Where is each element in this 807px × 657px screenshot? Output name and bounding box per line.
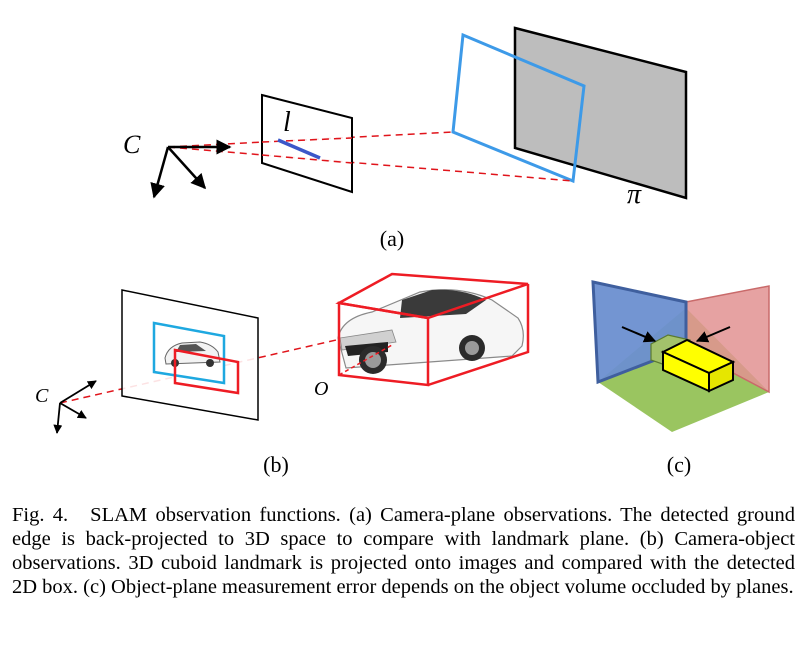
object-label: O: [314, 378, 328, 400]
figure: l C π (a) C: [35, 26, 770, 477]
panel-b: C O (b): [35, 272, 530, 477]
subfigure-label-a: (a): [380, 226, 404, 251]
subfigure-label-b: (b): [263, 452, 289, 477]
projected-cuboid-box: [173, 348, 240, 395]
camera-axes-icon: [150, 139, 232, 199]
object-cuboid: [660, 338, 736, 393]
camera-label: C: [35, 385, 49, 407]
caption-text: SLAM observation functions. (a) Camera-p…: [12, 504, 796, 598]
figure-number: Fig. 4.: [12, 504, 69, 526]
detected-edge-line: [277, 138, 321, 160]
arrow-icon: [621, 326, 657, 343]
landmark-plane: [513, 26, 688, 200]
cuboid-landmark: [335, 272, 530, 387]
image-plane: [261, 93, 353, 194]
camera-label: C: [123, 130, 141, 159]
line-label: l: [283, 107, 291, 138]
camera-axes-icon: [53, 380, 97, 434]
panel-c: (c): [591, 280, 770, 477]
figure-caption: Fig. 4.SLAM observation functions. (a) C…: [12, 503, 795, 599]
plane-label: π: [627, 179, 642, 210]
panel-a: l C π (a): [123, 26, 688, 251]
ray-line-lower: [167, 146, 574, 182]
backprojected-plane: [451, 32, 586, 184]
ray-segment: [261, 137, 353, 143]
ray-segment: [261, 154, 353, 164]
car-image-icon: [337, 289, 524, 374]
subfigure-label-c: (c): [667, 452, 691, 477]
arrow-icon: [695, 326, 731, 343]
